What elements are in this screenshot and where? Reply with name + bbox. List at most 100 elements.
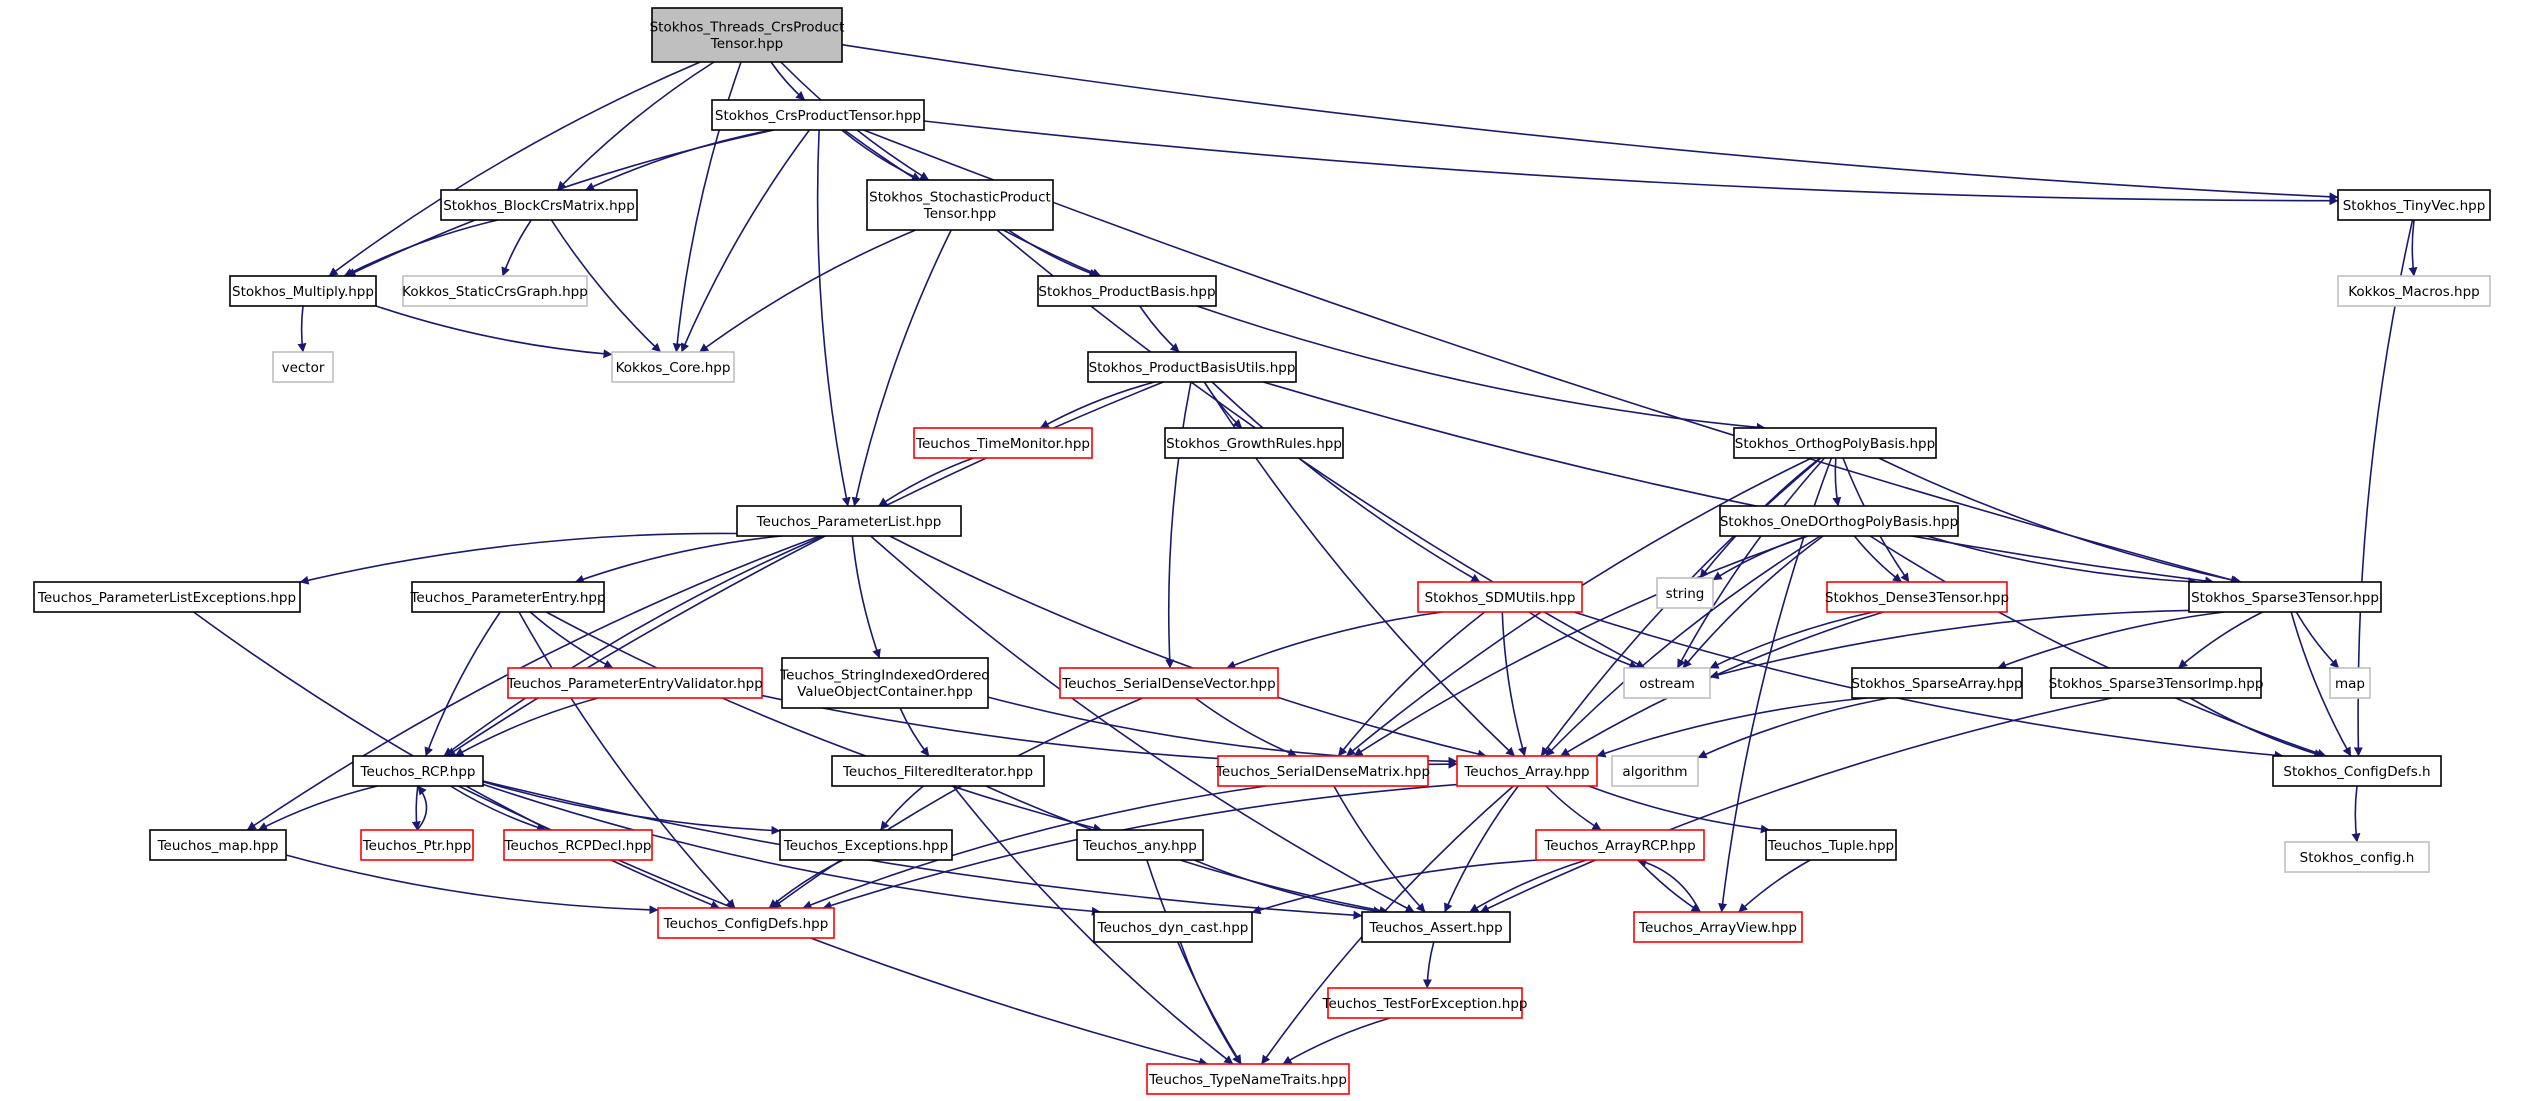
node-stokhos-sdmutils[interactable]: Stokhos_SDMUtils.hpp — [1417, 581, 1583, 613]
edge-tmap-to-tconfigdefs — [285, 854, 659, 915]
node-label: Stokhos_config.h — [2300, 850, 2415, 866]
edge-pbutils-to-timemonitor — [1039, 381, 1155, 429]
edge-ptr-to-rcp — [416, 785, 428, 831]
node-box — [360, 829, 474, 861]
node-stokhos-multiply[interactable]: Stokhos_Multiply.hpp — [229, 275, 377, 307]
edge-any-to-assert — [1193, 859, 1383, 916]
node-label: Stokhos_StochasticProduct — [869, 190, 1051, 206]
node-stokhos-onedorthogpolybasis[interactable]: Stokhos_OneDOrthogPolyBasis.hpp — [1719, 505, 1959, 537]
node-teuchos-testforexception[interactable]: Teuchos_TestForException.hpp — [1322, 987, 1528, 1019]
node-teuchos-parameterentry[interactable]: Teuchos_ParameterEntry.hpp — [409, 581, 606, 613]
edge-paramlist-to-rcp — [443, 535, 824, 757]
node-kokkos-macros[interactable]: Kokkos_Macros.hpp — [2337, 275, 2491, 307]
node-stokhos-sparsearray[interactable]: Stokhos_SparseArray.hpp — [1851, 667, 2023, 699]
node-box — [1076, 829, 1204, 861]
node-kokkos-core[interactable]: Kokkos_Core.hpp — [611, 351, 735, 383]
node-label: Teuchos_ParameterListExceptions.hpp — [37, 590, 296, 606]
node-box — [1093, 911, 1253, 943]
edge-testfor-to-typename — [1282, 1017, 1391, 1065]
node-box — [2329, 667, 2371, 699]
edge-tuple-to-arrayview — [1738, 859, 1811, 913]
node-label: Stokhos_OneDOrthogPolyBasis.hpp — [1720, 514, 1958, 530]
node-stokhos-crsproducttensor[interactable]: Stokhos_CrsProductTensor.hpp — [711, 99, 925, 131]
node-teuchos-arrayview[interactable]: Teuchos_ArrayView.hpp — [1633, 911, 1803, 943]
edge-rcp-to-rcpdecl — [449, 785, 547, 832]
node-box — [402, 275, 588, 307]
node-algorithm[interactable]: algorithm — [1611, 755, 1699, 787]
node-stokhos-tinyvec[interactable]: Stokhos_TinyVec.hpp — [2337, 189, 2491, 221]
node-teuchos-stringindexedorderedvalueobjectcontainer[interactable]: Teuchos_StringIndexedOrderedValueObjectC… — [779, 657, 990, 709]
node-teuchos-dyn-cast[interactable]: Teuchos_dyn_cast.hpp — [1093, 911, 1253, 943]
node-teuchos-map[interactable]: Teuchos_map.hpp — [149, 829, 287, 861]
node-label: Teuchos_TestForException.hpp — [1322, 996, 1528, 1012]
edge-onedortho-to-serialmat — [1353, 535, 1809, 757]
node-stokhos-productbasis[interactable]: Stokhos_ProductBasis.hpp — [1037, 275, 1217, 307]
node-teuchos-serialdensevector[interactable]: Teuchos_SerialDenseVector.hpp — [1059, 667, 1279, 699]
node-label: algorithm — [1622, 764, 1687, 780]
node-teuchos-filterediterator[interactable]: Teuchos_FilteredIterator.hpp — [831, 755, 1045, 787]
node-teuchos-tuple[interactable]: Teuchos_Tuple.hpp — [1765, 829, 1897, 861]
node-ostream[interactable]: ostream — [1623, 667, 1711, 699]
node-stokhos-configdefs[interactable]: Stokhos_ConfigDefs.h — [2272, 755, 2442, 787]
edge-onedortho-to-array — [1545, 535, 1821, 757]
edge-onedortho-to-sparse3 — [1926, 535, 2198, 587]
node-teuchos-any[interactable]: Teuchos_any.hpp — [1076, 829, 1204, 861]
node-teuchos-parameterentryvalidator[interactable]: Teuchos_ParameterEntryValidator.hpp — [506, 667, 763, 699]
node-teuchos-rcpdecl[interactable]: Teuchos_RCPDecl.hpp — [503, 829, 653, 861]
node-vector[interactable]: vector — [272, 351, 334, 383]
node-label: Kokkos_StaticCrsGraph.hpp — [402, 284, 588, 300]
node-teuchos-ptr[interactable]: Teuchos_Ptr.hpp — [360, 829, 474, 861]
node-stokhos-productbasisutils[interactable]: Stokhos_ProductBasisUtils.hpp — [1087, 351, 1297, 383]
node-stokhos-dense3tensor[interactable]: Stokhos_Dense3Tensor.hpp — [1825, 581, 2009, 613]
edge-sparsearray-to-array — [1596, 697, 1868, 758]
node-box — [1719, 505, 1959, 537]
node-box — [651, 7, 843, 63]
node-teuchos-rcp[interactable]: Teuchos_RCP.hpp — [352, 755, 484, 787]
node-teuchos-array[interactable]: Teuchos_Array.hpp — [1456, 755, 1598, 787]
edge-root-to-blockcrs — [556, 61, 715, 191]
edge-productbasis-to-orthopoly — [1196, 305, 1766, 432]
node-label: Teuchos_Tuple.hpp — [1767, 838, 1894, 854]
node-box — [2284, 841, 2430, 873]
node-stokhos-sparse3tensorimp[interactable]: Stokhos_Sparse3TensorImp.hpp — [2049, 667, 2264, 699]
node-box — [1217, 755, 1429, 787]
node-map[interactable]: map — [2329, 667, 2371, 699]
node-teuchos-timemonitor[interactable]: Teuchos_TimeMonitor.hpp — [913, 427, 1093, 459]
node-box — [33, 581, 301, 613]
node-stokhos-orthogpolybasis[interactable]: Stokhos_OrthogPolyBasis.hpp — [1733, 427, 1937, 459]
node-teuchos-typenametraits[interactable]: Teuchos_TypeNameTraits.hpp — [1146, 1063, 1350, 1095]
node-string[interactable]: string — [1656, 577, 1714, 609]
node-teuchos-arrayrcp[interactable]: Teuchos_ArrayRCP.hpp — [1535, 829, 1705, 861]
node-box — [1633, 911, 1803, 943]
node-box — [1037, 275, 1217, 307]
node-stokhos-growthrules[interactable]: Stokhos_GrowthRules.hpp — [1164, 427, 1344, 459]
edge-stringindexed-to-filtered — [899, 707, 930, 757]
edge-sdmutils-to-ostream — [1528, 611, 1639, 670]
node-kokkos-staticcrsgraph[interactable]: Kokkos_StaticCrsGraph.hpp — [402, 275, 588, 307]
node-teuchos-parameterlist[interactable]: Teuchos_ParameterList.hpp — [736, 505, 962, 537]
node-stokhos-sparse3tensor[interactable]: Stokhos_Sparse3Tensor.hpp — [2188, 581, 2382, 613]
node-box — [1361, 911, 1511, 943]
node-box — [1417, 581, 1583, 613]
node-box — [1611, 755, 1699, 787]
edge-stochastic-to-paramlist — [851, 229, 952, 507]
node-teuchos-exceptions[interactable]: Teuchos_Exceptions.hpp — [779, 829, 953, 861]
node-stokhos-blockcrsmatrix[interactable]: Stokhos_BlockCrsMatrix.hpp — [440, 189, 638, 221]
node-teuchos-parameterlistexceptions[interactable]: Teuchos_ParameterListExceptions.hpp — [33, 581, 301, 613]
edge-crs-to-kcore — [680, 129, 811, 353]
node-label: Stokhos_CrsProductTensor.hpp — [715, 108, 921, 124]
edge-paramlist-to-plexceptions — [299, 532, 738, 585]
node-label: Kokkos_Core.hpp — [616, 360, 731, 376]
edge-sdmutils-to-array — [1501, 611, 1527, 757]
node-stokhos-config[interactable]: Stokhos_config.h — [2284, 841, 2430, 873]
edge-root-to-tinyvec — [841, 43, 2339, 202]
node-box — [352, 755, 484, 787]
node-label: Teuchos_ConfigDefs.hpp — [663, 916, 829, 932]
node-teuchos-serialdensematrix[interactable]: Teuchos_SerialDenseMatrix.hpp — [1215, 755, 1430, 787]
node-teuchos-configdefs[interactable]: Teuchos_ConfigDefs.hpp — [657, 907, 835, 939]
node-teuchos-assert[interactable]: Teuchos_Assert.hpp — [1361, 911, 1511, 943]
node-label: vector — [282, 360, 325, 376]
edge-multiply-to-vector — [297, 305, 307, 353]
node-stokhos-threads-crsproducttensor[interactable]: Stokhos_Threads_CrsProductTensor.hpp — [650, 7, 845, 63]
